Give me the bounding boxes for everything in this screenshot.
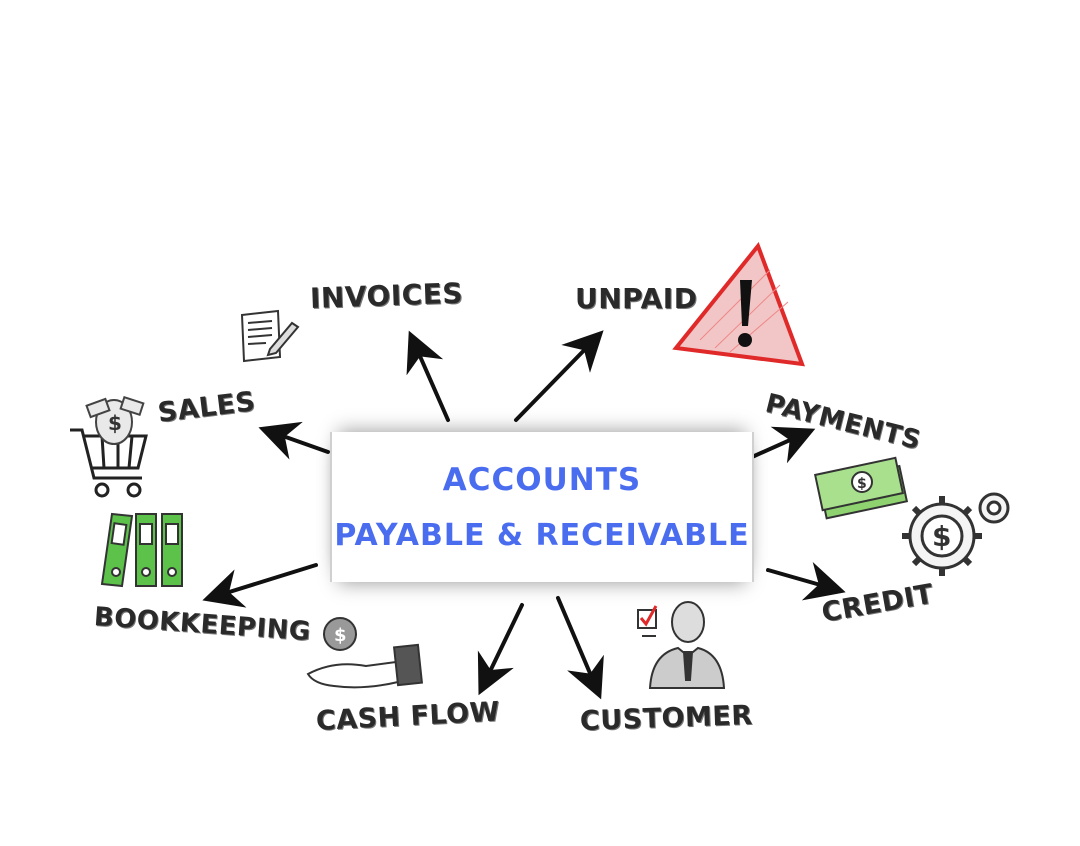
svg-text:$: $	[932, 520, 951, 553]
coin-hand-icon: $	[306, 617, 424, 689]
svg-text:$: $	[334, 625, 347, 646]
node-customer: CUSTOMER	[579, 699, 754, 737]
arrow-customer	[556, 596, 604, 700]
arrow-invoices	[406, 330, 450, 422]
document-pencil-icon	[240, 309, 300, 363]
center-card: ACCOUNTS PAYABLE & RECEIVABLE	[330, 432, 754, 582]
binders-icon	[100, 512, 183, 588]
arrow-cash-flow	[477, 603, 524, 696]
center-title-line1: ACCOUNTS	[442, 462, 642, 498]
banknotes-icon: $	[814, 456, 909, 520]
node-invoices: INVOICES	[309, 276, 464, 315]
arrow-sales	[258, 421, 330, 460]
warning-triangle-icon	[672, 242, 806, 367]
arrow-payments	[750, 426, 816, 464]
shopping-cart-icon: $	[70, 396, 148, 498]
svg-text:$: $	[108, 411, 122, 435]
svg-text:$: $	[857, 476, 867, 492]
node-unpaid: UNPAID	[575, 282, 698, 315]
businessman-checkbox-icon	[637, 601, 726, 689]
arrow-bookkeeping	[202, 563, 318, 608]
center-title-line2: PAYABLE & RECEIVABLE	[334, 518, 750, 553]
arrow-unpaid	[514, 330, 604, 422]
dollar-gears-icon: $	[902, 492, 1010, 576]
arrow-credit	[766, 561, 846, 601]
